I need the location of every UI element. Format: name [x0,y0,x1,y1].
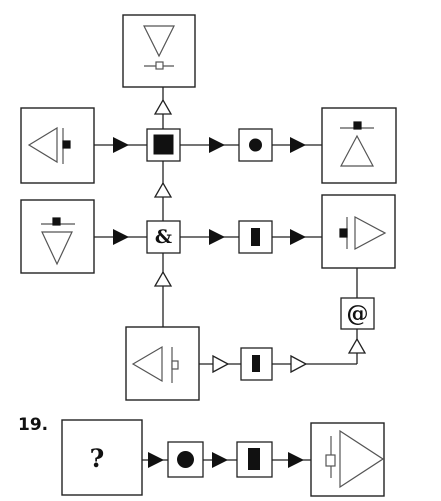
figure-shapes [27,25,387,489]
connector-lines [94,87,358,461]
at-symbol: @ [347,301,369,327]
arrow-up-outline-icon [347,337,367,354]
operator-boxes [146,128,375,478]
arrow-up-outline-icon [153,270,173,287]
ampersand-symbol: & [155,226,172,248]
filled-arrowheads [113,137,306,468]
arrow-right-icon [212,452,228,468]
triangle-up-icon [340,134,374,167]
small-filled-square-icon [353,121,362,130]
figure-row2-right [321,194,396,269]
triangle-right-icon [354,216,387,250]
arrow-right-icon [113,229,129,245]
arrow-right-icon [290,229,306,245]
bar-icon [251,228,260,246]
figure-boxes [20,14,397,497]
hollow-arrowheads [153,98,367,374]
figure-bottom [125,326,200,401]
dot-icon [249,138,262,152]
arrow-right-icon [209,229,225,245]
figure-row2-left [20,199,95,274]
question-number: 19. [18,415,48,435]
arrow-right-outline-icon [290,354,308,374]
arrow-right-icon [288,452,304,468]
arrow-right-icon [148,452,164,468]
arrow-right-icon [290,137,306,153]
arrow-right-icon [209,137,225,153]
small-hollow-square-icon [155,61,164,70]
small-filled-square-icon [52,217,61,226]
small-hollow-square-icon [325,454,336,467]
answer-placeholder: ? [90,444,105,473]
square-icon [153,134,174,155]
figure-top [122,14,196,88]
triangle-right-icon [339,429,385,489]
figure-row1-right [321,107,397,184]
arrow-up-outline-icon [153,98,173,115]
small-hollow-square-icon [171,360,179,370]
triangle-left-icon [27,126,58,164]
small-filled-square-icon [62,140,71,149]
answer-box [61,419,143,496]
arrow-right-outline-icon [212,354,230,374]
operator-symbols [153,134,262,470]
bar-icon [248,448,260,470]
arrow-up-outline-icon [153,181,173,198]
operator-ampersand [146,220,181,254]
small-filled-square-icon [339,228,348,238]
operator-at [340,297,375,330]
dot-icon [177,451,194,468]
bar-icon [252,355,260,372]
triangle-down-icon [41,231,73,266]
triangle-down-icon [143,25,175,58]
arrow-right-icon [113,137,129,153]
figure-question-result [310,422,385,497]
triangle-left-icon [131,345,163,383]
